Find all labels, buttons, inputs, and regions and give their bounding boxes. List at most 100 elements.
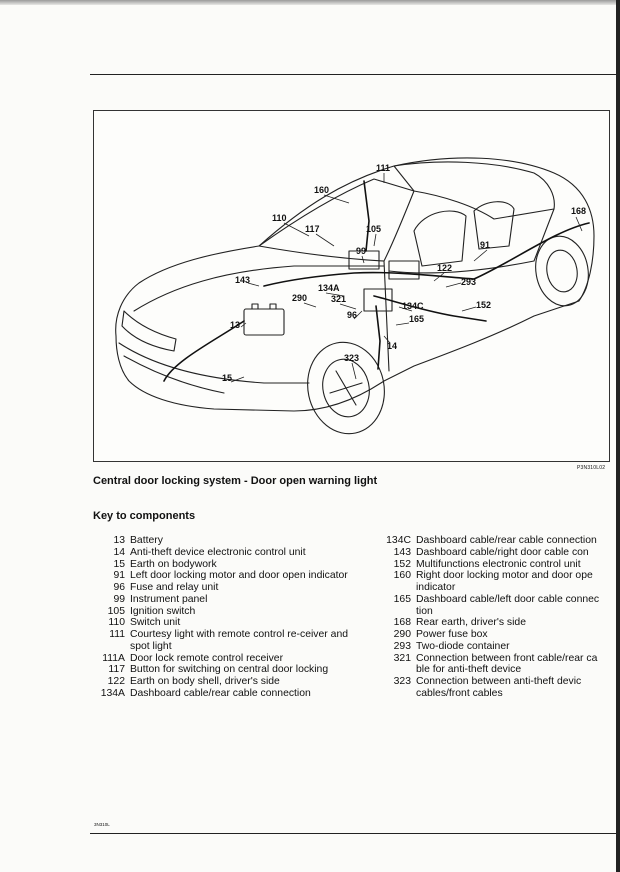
callout-323: 323 — [344, 353, 359, 363]
windshield — [258, 178, 415, 262]
wiring-diagram-figure: 111 160 168 110 117 105 99 91 122 293 14… — [93, 110, 610, 462]
key-entry: 111 Courtesy light with remote control re… — [90, 629, 348, 653]
key-number: 160 — [393, 570, 411, 582]
key-entry: 134C Dashboard cable/rear cable connectio… — [374, 535, 620, 547]
key-number: 323 — [393, 676, 411, 687]
harness-door — [373, 295, 487, 322]
key-description: Earth on body shell, driver's side — [130, 676, 280, 687]
instrument-panel — [348, 250, 380, 270]
key-number: 91 — [113, 570, 125, 582]
key-number: 321 — [393, 652, 411, 664]
key-description-line: Dashboard cable/right door cable con — [416, 546, 589, 558]
front-wheel — [307, 341, 385, 435]
key-description: Earth on bodywork — [130, 558, 217, 570]
callout-290: 290 — [292, 293, 307, 303]
figure-caption: Central door locking system - Door open … — [93, 475, 378, 487]
key-list-right: 134C Dashboard cable/rear cable connectio… — [374, 535, 620, 700]
key-number: 290 — [393, 629, 411, 640]
key-description-line: Rear earth, driver's side — [416, 617, 526, 629]
key-description-line: Connection between anti-theft devic — [416, 676, 582, 687]
key-entry: 110 Switch unit — [90, 617, 348, 629]
callout-labels: 111 160 168 110 117 105 99 91 122 293 14… — [222, 163, 586, 383]
key-description-line: cables/front cables — [416, 687, 503, 699]
key-description: Instrument panel — [130, 593, 208, 605]
key-number: 152 — [393, 558, 411, 570]
key-number: 111 — [109, 629, 125, 640]
callout-14: 14 — [387, 341, 397, 351]
harness-down — [375, 305, 381, 370]
key-description-line: Two-diode container — [416, 640, 510, 652]
harness-front — [163, 320, 245, 382]
key-description: Button for switching on central door loc… — [130, 664, 329, 676]
callout-134A: 134A — [318, 283, 340, 293]
key-number: 134A — [100, 687, 125, 699]
headlight — [121, 310, 177, 352]
key-entry: 168 Rear earth, driver's side — [374, 617, 620, 629]
key-number: 168 — [393, 617, 411, 629]
key-number: 99 — [113, 593, 125, 605]
key-entry: 160 Right door locking motor and door ope… — [374, 570, 620, 594]
callout-111: 111 — [376, 163, 390, 173]
callout-13: 13 — [230, 320, 240, 330]
control-unit — [388, 260, 420, 280]
key-number: 105 — [107, 605, 125, 617]
key-number: 134C — [386, 535, 411, 546]
key-entry: 321 Connection between front cable/rear c… — [374, 653, 620, 677]
key-description-line: Right door locking motor and door ope — [416, 570, 593, 582]
key-description-line: tion — [416, 605, 433, 617]
key-description: Dashboard cable/rear cable connection — [416, 535, 620, 547]
key-description: Door lock remote control receiver — [130, 652, 284, 664]
key-number: 165 — [393, 593, 411, 605]
key-entry: 122 Earth on body shell, driver's side — [90, 676, 348, 688]
seat-rear — [473, 201, 515, 250]
callout-15: 15 — [222, 373, 232, 383]
key-number: 117 — [108, 664, 125, 676]
key-entry: 165 Dashboard cable/left door cable conne… — [374, 594, 620, 618]
scan-edge-right — [616, 0, 620, 872]
key-description: Switch unit — [130, 617, 181, 629]
key-number: 15 — [113, 558, 125, 570]
key-description: Dashboard cable/rear cable connection — [130, 687, 311, 699]
key-description-line: Multifunctions electronic control unit — [416, 558, 581, 570]
key-description-line: Power fuse box — [416, 629, 488, 640]
key-description-line: ble for anti-theft device — [416, 664, 522, 676]
key-entry: 117 Button for switching on central door … — [90, 664, 348, 676]
seat-front — [413, 210, 467, 267]
bottom-rule — [90, 833, 620, 834]
callout-160: 160 — [314, 185, 329, 195]
key-number: 13 — [113, 535, 125, 546]
key-description: Battery — [130, 535, 163, 546]
key-number: 122 — [107, 676, 125, 687]
key-entry: 152 Multifunctions electronic control uni… — [374, 559, 620, 571]
key-description: Courtesy light with remote control re-ce… — [130, 629, 348, 652]
key-description: Power fuse box — [416, 629, 620, 641]
callout-168: 168 — [571, 206, 586, 216]
rear-wheel-rim — [546, 249, 578, 293]
rear-wheel — [535, 235, 589, 307]
key-entry: 13 Battery — [90, 535, 348, 547]
harness-rear — [473, 222, 590, 280]
callout-96: 96 — [347, 310, 357, 320]
key-number: 110 — [108, 617, 125, 629]
key-description: Fuse and relay unit — [130, 582, 219, 593]
key-entry: 134A Dashboard cable/rear cable connectio… — [90, 688, 348, 700]
harness-roof — [363, 180, 370, 252]
footer-code: 3N310L — [94, 822, 110, 827]
callout-321: 321 — [331, 294, 346, 304]
callout-152: 152 — [476, 300, 491, 310]
hood-line — [133, 265, 385, 312]
key-description: Dashboard cable/right door cable con — [416, 547, 620, 559]
